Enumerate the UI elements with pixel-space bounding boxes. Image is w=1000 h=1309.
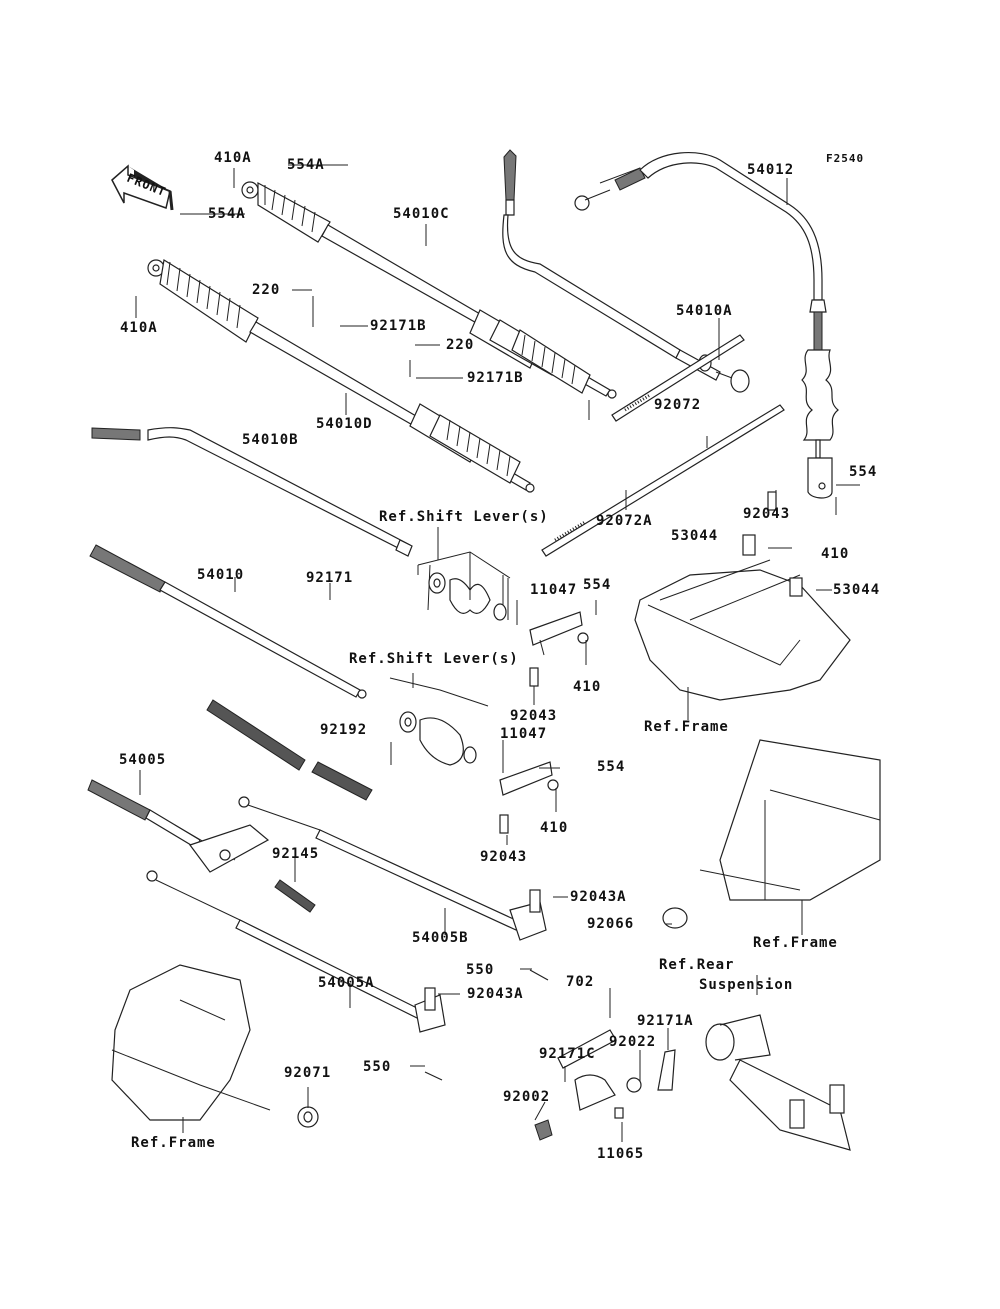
part-label-54010c[interactable]: 54010C	[393, 206, 450, 222]
front-arrow-icon	[111, 164, 174, 211]
part-label-92043[interactable]: 92043	[480, 849, 528, 865]
part-label-220[interactable]: 220	[446, 337, 475, 353]
ref-frame-label: Ref.Frame	[131, 1135, 216, 1151]
cable-54010d	[147, 259, 535, 493]
part-label-92192[interactable]: 92192	[320, 722, 368, 738]
part-label-220[interactable]: 220	[252, 282, 281, 298]
part-label-54010d[interactable]: 54010D	[316, 416, 373, 432]
part-label-92071[interactable]: 92071	[284, 1065, 332, 1081]
part-label-11065[interactable]: 11065	[597, 1146, 645, 1162]
pins-550	[424, 969, 549, 1081]
part-label-11047[interactable]: 11047	[500, 726, 548, 742]
part-label-92171b[interactable]: 92171B	[370, 318, 427, 334]
clevis-pins	[424, 491, 777, 1011]
cable-54010	[89, 544, 367, 699]
part-label-550[interactable]: 550	[466, 962, 495, 978]
part-label-92171c[interactable]: 92171C	[539, 1046, 596, 1062]
part-label-92066[interactable]: 92066	[587, 916, 635, 932]
part-label-702[interactable]: 702	[566, 974, 595, 990]
shift-lever-parts-2	[389, 677, 559, 796]
part-label-92022[interactable]: 92022	[609, 1034, 657, 1050]
part-label-92043a[interactable]: 92043A	[467, 986, 524, 1002]
part-label-554a[interactable]: 554A	[208, 206, 246, 222]
part-label-410[interactable]: 410	[821, 546, 850, 562]
part-label-92171a[interactable]: 92171A	[637, 1013, 694, 1029]
ref-shift-lever-label: Ref.Shift Lever(s)	[349, 651, 519, 667]
part-label-92043[interactable]: 92043	[743, 506, 791, 522]
cable-ties	[541, 334, 785, 557]
part-label-410a[interactable]: 410A	[120, 320, 158, 336]
part-label-92072[interactable]: 92072	[654, 397, 702, 413]
part-label-410[interactable]: 410	[540, 820, 569, 836]
part-label-554a[interactable]: 554A	[287, 157, 325, 173]
cable-54010a	[502, 149, 750, 393]
part-label-54005[interactable]: 54005	[119, 752, 167, 768]
ref-rear-suspension-label-2: Suspension	[699, 977, 794, 993]
part-label-11047[interactable]: 11047	[530, 582, 578, 598]
part-label-92043[interactable]: 92043	[510, 708, 558, 724]
ref-frame-middle	[662, 739, 881, 929]
cable-54005a	[146, 870, 446, 1033]
part-label-92145[interactable]: 92145	[272, 846, 320, 862]
shift-lever-parts-1	[417, 551, 589, 656]
part-label-554[interactable]: 554	[597, 759, 626, 775]
cable-54005	[87, 779, 316, 913]
part-label-53044[interactable]: 53044	[833, 582, 881, 598]
springs-92192	[206, 699, 373, 801]
cable-54010b	[91, 427, 413, 557]
part-label-54005b[interactable]: 54005B	[412, 930, 469, 946]
cable-54010c	[241, 181, 617, 399]
part-label-92002[interactable]: 92002	[503, 1089, 551, 1105]
ref-frame-upper	[634, 534, 851, 701]
part-label-92171[interactable]: 92171	[306, 570, 354, 586]
part-label-54005a[interactable]: 54005A	[318, 975, 375, 991]
figure-code: F2540	[826, 152, 865, 165]
cable-54005b	[238, 796, 547, 941]
cable-54012	[574, 151, 839, 499]
part-label-550[interactable]: 550	[363, 1059, 392, 1075]
part-label-54012[interactable]: 54012	[747, 162, 795, 178]
part-label-92072a[interactable]: 92072A	[596, 513, 653, 529]
ref-frame-label: Ref.Frame	[644, 719, 729, 735]
ref-frame-label: Ref.Frame	[753, 935, 838, 951]
ref-rear-suspension-label: Ref.Rear	[659, 957, 735, 973]
part-label-410a[interactable]: 410A	[214, 150, 252, 166]
leader-lines	[135, 164, 860, 1142]
part-label-54010[interactable]: 54010	[197, 567, 245, 583]
ref-frame-lower	[111, 964, 319, 1128]
part-label-410[interactable]: 410	[573, 679, 602, 695]
ref-shift-lever-label: Ref.Shift Lever(s)	[379, 509, 549, 525]
part-label-53044[interactable]: 53044	[671, 528, 719, 544]
part-label-554[interactable]: 554	[583, 577, 612, 593]
part-label-54010a[interactable]: 54010A	[676, 303, 733, 319]
part-label-554[interactable]: 554	[849, 464, 878, 480]
part-label-92043a[interactable]: 92043A	[570, 889, 627, 905]
part-label-54010b[interactable]: 54010B	[242, 432, 299, 448]
part-label-92171b[interactable]: 92171B	[467, 370, 524, 386]
rear-suspension-parts	[534, 1014, 851, 1151]
